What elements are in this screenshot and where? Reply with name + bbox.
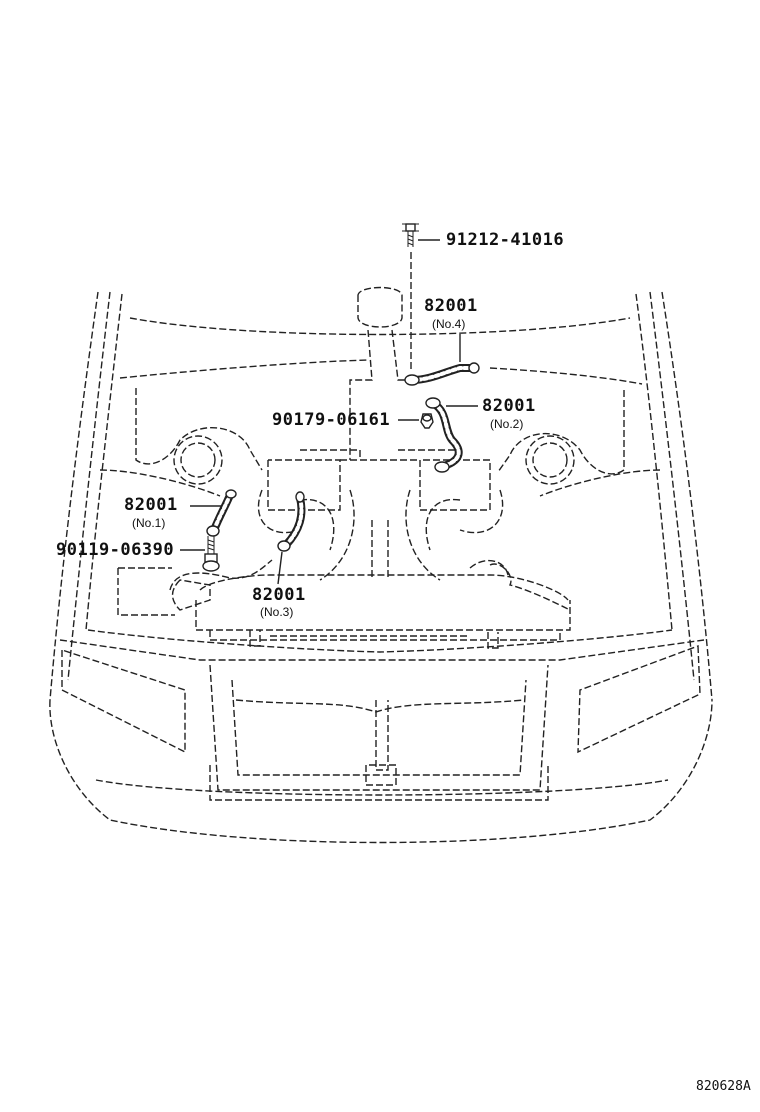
callout-hose-no1-part-number[interactable]: 82001 (124, 495, 178, 515)
bolt-left-part[interactable] (180, 536, 220, 572)
engine (117, 286, 571, 649)
callout-hose-no1-sub: (No.1) (132, 516, 166, 530)
callout-hose-no3-sub: (No.3) (260, 605, 294, 619)
callout-clamp-part-number[interactable]: 90179-06161 (272, 410, 391, 430)
callout-bolt-top-part-number[interactable]: 91212-41016 (446, 230, 565, 250)
callout-hose-no2-sub: (No.2) (490, 417, 524, 431)
strut-towers (173, 435, 575, 485)
callout-hose-no4-sub: (No.4) (432, 317, 466, 331)
hose-no3-part[interactable] (277, 491, 306, 585)
bolt-top-part[interactable] (402, 223, 440, 370)
car-body-outline (49, 291, 713, 844)
callout-bolt-left-part-number[interactable]: 90119-06390 (56, 540, 175, 560)
clamp-part[interactable] (398, 413, 434, 429)
callout-hose-no2-part-number[interactable]: 82001 (482, 396, 536, 416)
hose-no1-part[interactable] (190, 489, 237, 537)
callout-hose-no3-part-number[interactable]: 82001 (252, 585, 306, 605)
figure-reference: 820628A (696, 1079, 751, 1094)
hose-no2-part[interactable] (425, 397, 478, 473)
callout-hose-no4-part-number[interactable]: 82001 (424, 296, 478, 316)
hose-no4-part[interactable] (404, 334, 480, 386)
